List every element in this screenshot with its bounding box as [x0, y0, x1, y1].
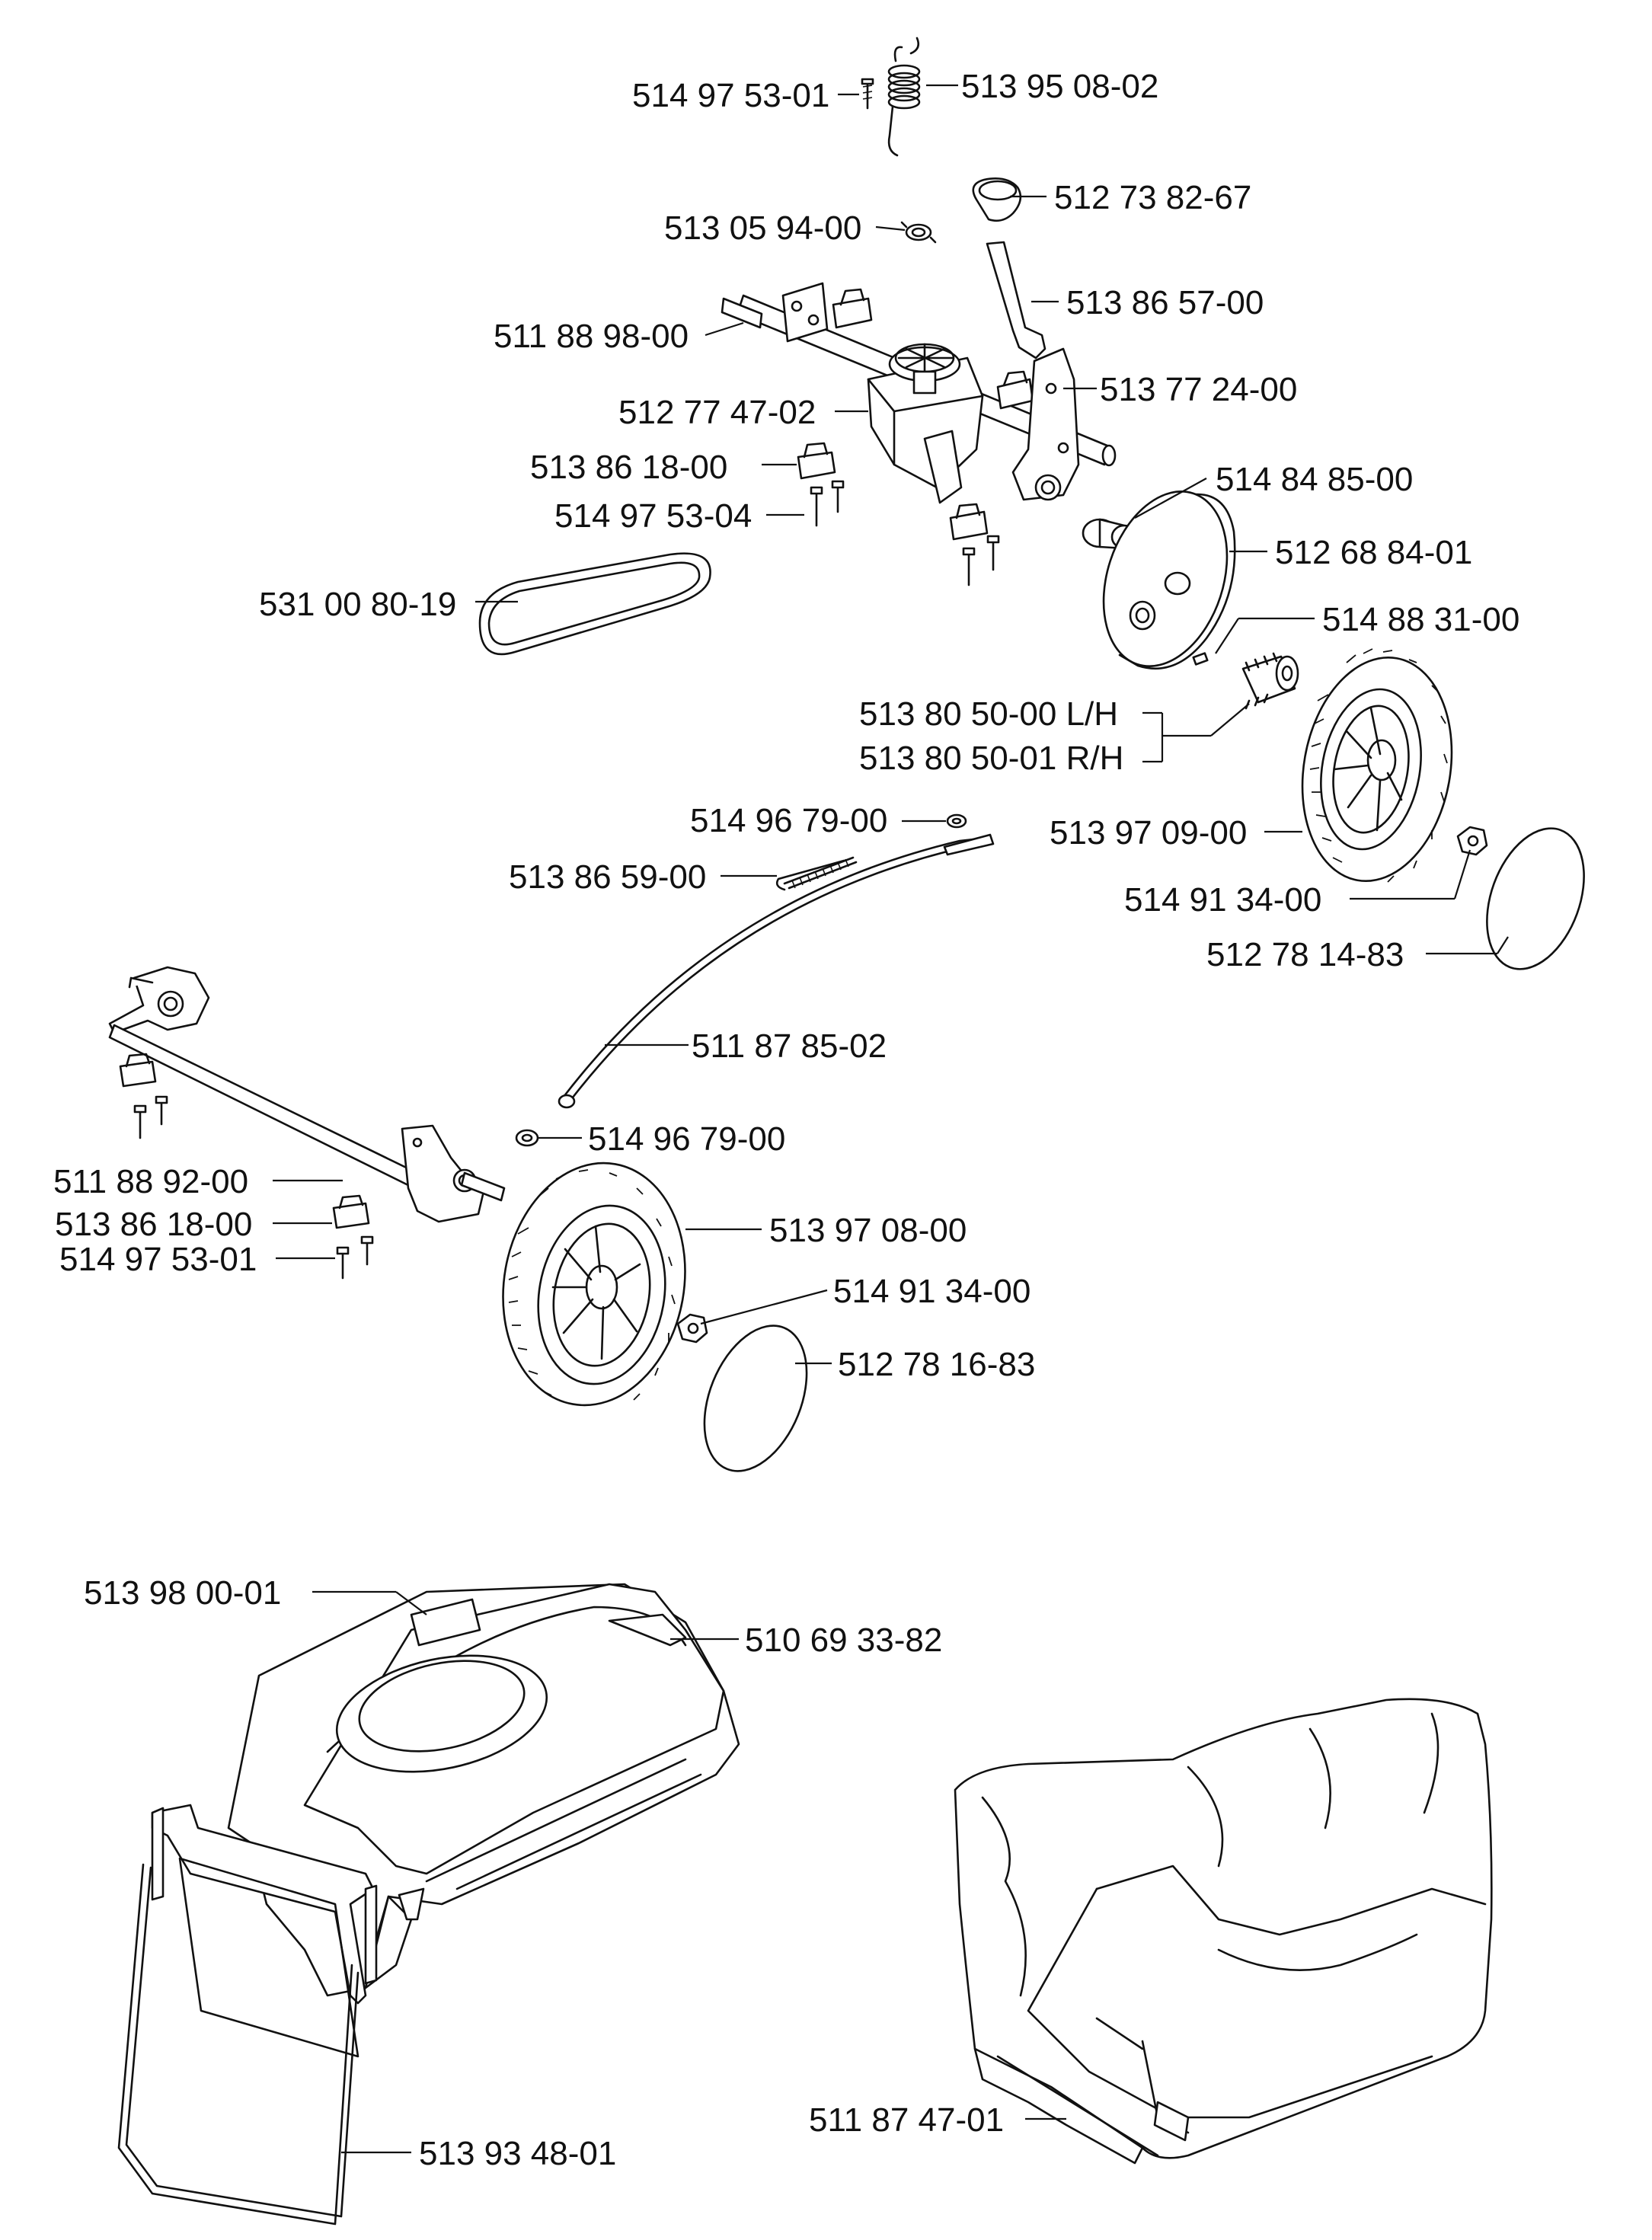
part-label: 513 86 18-00 [55, 1206, 252, 1243]
part-label: 512 78 16-83 [838, 1346, 1035, 1383]
bracket-screws-illustration [797, 442, 1000, 586]
part-label: 514 97 53-01 [59, 1241, 257, 1278]
clip-illustration [900, 221, 937, 244]
part-label: 512 68 84-01 [1275, 534, 1472, 571]
key-illustration [1192, 652, 1209, 666]
hubcap-right-illustration [1486, 827, 1585, 970]
part-label: 513 77 24-00 [1100, 371, 1297, 408]
belt-illustration [478, 552, 711, 656]
part-label: 513 98 00-01 [84, 1574, 281, 1612]
part-label: 513 86 18-00 [530, 449, 727, 486]
nut-left-illustration [676, 1313, 708, 1344]
catcher-frame-illustration [117, 1804, 378, 2226]
part-label: 513 97 09-00 [1050, 814, 1247, 852]
part-label: 511 88 92-00 [53, 1163, 248, 1200]
part-label: 514 96 79-00 [690, 802, 887, 839]
washer-illustration [946, 813, 967, 829]
part-label: 514 84 85-00 [1216, 461, 1413, 498]
part-labels: 514 97 53-01 513 95 08-02 512 73 82-67 5… [53, 68, 1519, 2172]
washer-lower-illustration [515, 1129, 539, 1147]
part-label: 511 87 47-01 [809, 2101, 1004, 2139]
part-label: 514 96 79-00 [588, 1120, 785, 1158]
tension-spring-illustration [775, 856, 858, 891]
rear-wheel-right-illustration [1301, 648, 1453, 883]
part-label: 512 77 47-02 [618, 394, 816, 431]
lever-illustration [986, 241, 1046, 359]
part-label: 514 91 34-00 [833, 1273, 1031, 1310]
torsion-spring-illustration [887, 37, 921, 157]
gearbox-illustration [867, 343, 984, 504]
pinion-illustration [1241, 652, 1299, 710]
collection-bag-illustration [954, 1698, 1493, 2165]
part-label: 514 97 53-01 [632, 77, 829, 114]
height-adjust-bracket-illustration [1011, 347, 1080, 501]
leader-lines [273, 84, 1509, 2154]
grass-catcher-top-illustration [227, 1583, 740, 1997]
part-label: 513 80 50-01 R/H [859, 740, 1123, 777]
part-label: 513 97 08-00 [769, 1212, 967, 1249]
rear-axle-brackets-illustration [119, 1053, 374, 1280]
hubcap-left-illustration [703, 1325, 808, 1472]
height-adjust-rod-illustration [558, 833, 995, 1109]
part-label: 513 86 59-00 [509, 858, 706, 896]
part-label: 512 73 82-67 [1054, 179, 1251, 216]
part-label: 531 00 80-19 [259, 586, 456, 623]
part-label: 513 95 08-02 [961, 68, 1158, 105]
gear-cover-illustration [1102, 490, 1236, 669]
rear-axle-illustration [108, 966, 506, 1223]
part-label: 511 87 85-02 [692, 1027, 887, 1065]
part-label: 514 97 53-04 [554, 497, 752, 535]
screw-illustration [861, 78, 874, 110]
part-label: 510 69 33-82 [745, 1622, 942, 1659]
part-label: 513 86 57-00 [1066, 284, 1264, 321]
front-wheel-left-illustration [502, 1162, 686, 1407]
part-label: 513 93 48-01 [419, 2135, 616, 2172]
part-label: 511 88 98-00 [494, 318, 689, 355]
part-label: 514 91 34-00 [1124, 881, 1321, 919]
part-label: 513 05 94-00 [664, 209, 861, 247]
part-label: 513 80 50-00 L/H [859, 695, 1118, 733]
knob-illustration [972, 177, 1022, 222]
part-label: 514 88 31-00 [1322, 601, 1519, 638]
part-label: 512 78 14-83 [1206, 936, 1404, 973]
nut-right-illustration [1456, 826, 1488, 856]
